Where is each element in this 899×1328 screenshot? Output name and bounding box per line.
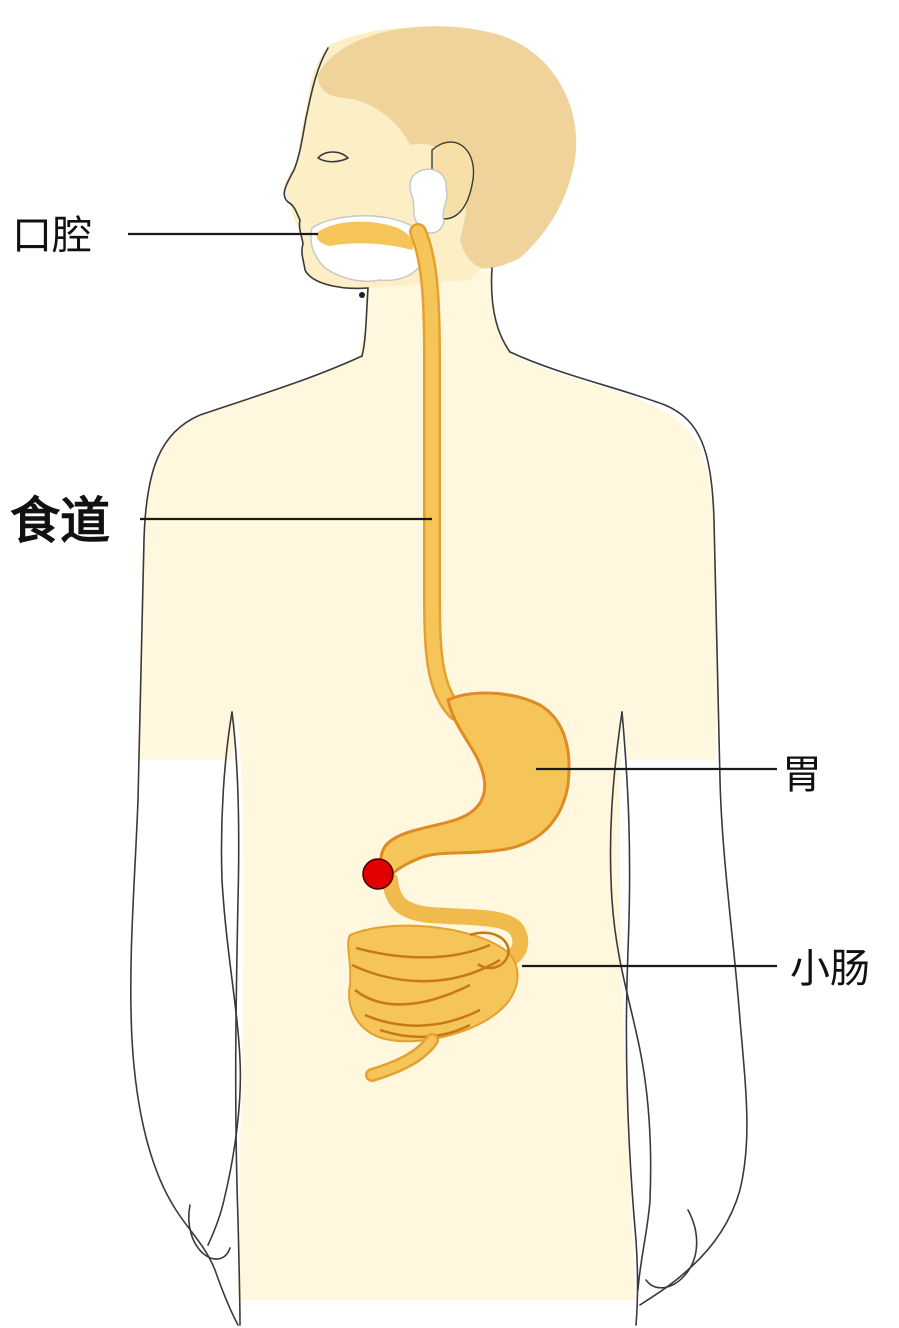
arm-left-inner [208, 712, 240, 1245]
esophagus-label: 食道 [10, 491, 110, 550]
stomach-label: 胃 [782, 752, 822, 798]
hand-right [646, 1210, 697, 1288]
small-intestine-label: 小肠 [790, 946, 870, 992]
hand-left [189, 1205, 230, 1259]
mouth-label: 口腔 [12, 213, 92, 259]
throat-dot [359, 292, 365, 298]
pylorus-marker [363, 859, 393, 889]
